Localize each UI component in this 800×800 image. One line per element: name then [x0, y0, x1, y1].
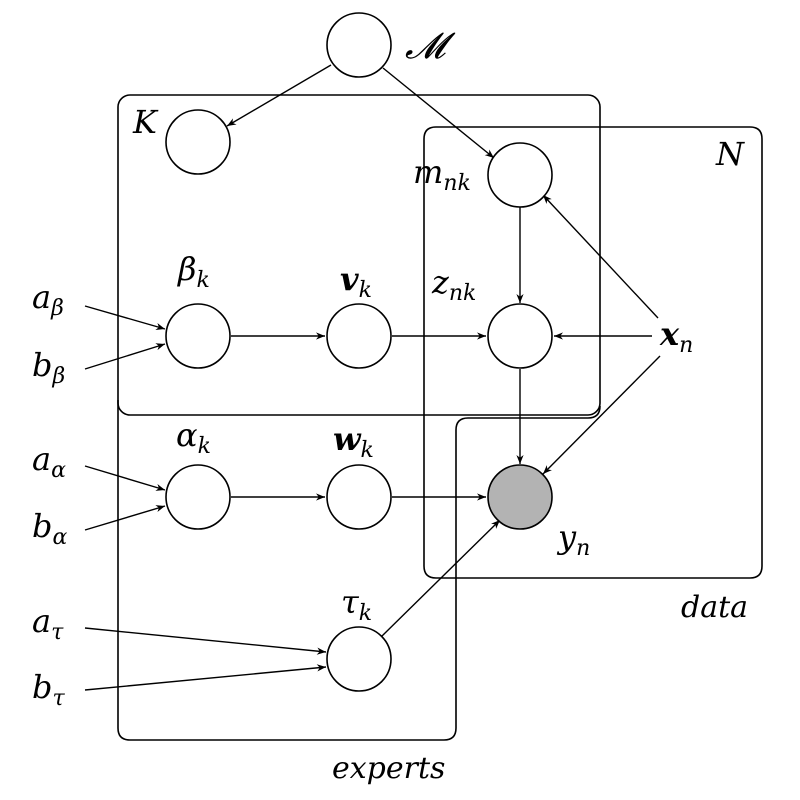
node-tau_k: [326, 626, 392, 692]
node-z_nk: [487, 303, 553, 369]
node-M: [326, 12, 392, 78]
label-tau_k: τk: [341, 583, 372, 626]
node-m_nk: [487, 142, 553, 208]
plate-data-N: [423, 126, 763, 579]
label-plate-K: K: [132, 103, 159, 141]
node-expert-K: [165, 109, 231, 175]
label-a_alpha: aα: [32, 440, 66, 483]
edge-tau_k-to-y_n: [381, 519, 501, 637]
label-w_k: wk: [333, 420, 374, 463]
label-b_alpha: bα: [32, 507, 67, 550]
label-plate-experts: experts: [332, 751, 445, 786]
edge-a_beta-to-beta_k: [84, 305, 166, 330]
node-beta_k: [165, 303, 231, 369]
edge-M-to-m_nk: [382, 67, 495, 159]
label-z_nk: znk: [431, 263, 476, 306]
label-b_beta: bβ: [32, 346, 65, 389]
label-x_n: xn: [659, 315, 693, 358]
edge-b_beta-to-beta_k: [84, 343, 166, 370]
label-m_nk: mnk: [413, 153, 471, 196]
node-v_k: [326, 303, 392, 369]
edge-b_tau-to-tau_k: [84, 664, 327, 691]
edge-x_n-to-m_nk: [542, 194, 659, 319]
label-y_n: yn: [556, 518, 590, 561]
edge-x_n-to-y_n: [542, 355, 661, 475]
edge-b_alpha-to-alpha_k: [84, 505, 166, 531]
label-alpha_k: αk: [176, 416, 211, 459]
label-plate-data: data: [681, 590, 748, 625]
label-b_tau: bτ: [32, 668, 65, 711]
plate-experts-lower: [117, 400, 601, 741]
label-M: 𝓜: [405, 26, 456, 67]
node-alpha_k: [165, 464, 231, 530]
node-w_k: [326, 464, 392, 530]
label-a_tau: aτ: [32, 602, 64, 645]
label-plate-N: N: [715, 135, 745, 173]
edge-a_tau-to-tau_k: [84, 627, 327, 655]
label-v_k: vk: [340, 260, 372, 303]
label-beta_k: βk: [177, 250, 210, 293]
edge-M-to-expert-node: [226, 64, 332, 127]
label-a_beta: aβ: [32, 278, 64, 321]
node-y_n-observed: [487, 464, 553, 530]
edge-a_alpha-to-alpha_k: [84, 465, 166, 491]
